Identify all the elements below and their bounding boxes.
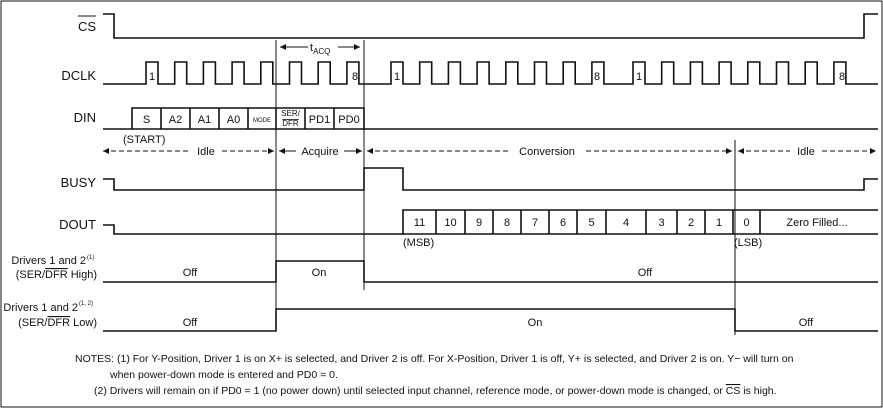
- busy-label: BUSY: [61, 175, 97, 190]
- din-bit-a1: A1: [198, 114, 211, 126]
- cs-waveform: [103, 13, 878, 39]
- busy-waveform: [103, 167, 878, 191]
- cs-label: CS: [78, 19, 96, 34]
- dout-bit-4: 4: [623, 217, 629, 229]
- drivers-high-off2: Off: [638, 267, 653, 279]
- dout-bit-9: 9: [476, 217, 482, 229]
- dout-bit-0: 0: [743, 217, 749, 229]
- din-bit-a2: A2: [169, 114, 182, 126]
- dclk-waveform: [103, 61, 878, 85]
- dout-bit-2: 2: [688, 217, 694, 229]
- dout-bit-6: 6: [560, 217, 566, 229]
- clk-label-first-8: 8: [352, 71, 358, 83]
- clk-label-first-1: 1: [149, 71, 155, 83]
- drivers-high-off1: Off: [183, 267, 198, 279]
- start-label: (START): [123, 134, 165, 146]
- dout-waveform: [103, 209, 878, 235]
- dout-bit-dividers: [435, 210, 761, 234]
- din-bit-labels: S A2 A1 A0 MODE SER/DFR PD1 PD0: [143, 109, 360, 128]
- din-bit-a0: A0: [227, 114, 240, 126]
- drivers-low-condition: (SER/DFR Low): [18, 317, 97, 329]
- msb-label: (MSB): [403, 237, 434, 249]
- drivers-low-on: On: [528, 317, 543, 329]
- din-bit-pd0: PD0: [338, 114, 359, 126]
- clk-label-third-1: 1: [636, 71, 642, 83]
- din-bit-s: S: [143, 114, 150, 126]
- din-bit-pd1: PD1: [309, 114, 330, 126]
- din-label: DIN: [74, 110, 96, 125]
- phase-acquire-label: Acquire: [301, 146, 338, 158]
- dout-bit-5: 5: [588, 217, 594, 229]
- note-2: (2) Drivers will remain on if PD0 = 1 (n…: [94, 385, 777, 397]
- drivers-high-on: On: [312, 267, 327, 279]
- clk-label-second-1: 1: [394, 71, 400, 83]
- phase-idle2-label: Idle: [797, 146, 815, 158]
- dclk-count-labels: 1 8 1 8 1 8: [149, 71, 845, 83]
- clk-label-second-8: 8: [594, 71, 600, 83]
- signal-labels: CS DCLK DIN BUSY DOUT Drivers 1 and 2 (1…: [3, 15, 97, 329]
- drivers-low-waveform: [103, 308, 878, 332]
- note-1-line-1: NOTES: (1) For Y-Position, Driver 1 is o…: [75, 353, 794, 365]
- tacq-annotation: tACQ: [280, 42, 360, 56]
- drivers-low-label: Drivers 1 and 2: [3, 302, 78, 314]
- dout-bit-8: 8: [504, 217, 510, 229]
- dout-bit-7: 7: [532, 217, 538, 229]
- din-bit-mode: MODE: [253, 118, 271, 124]
- phase-idle-label: Idle: [197, 146, 215, 158]
- drivers-low-footnote: (1, 2): [79, 301, 93, 307]
- drivers-low-off2: Off: [799, 317, 814, 329]
- dout-bit-3: 3: [658, 217, 664, 229]
- phase-row: Idle Acquire Conversion Idle: [103, 146, 876, 158]
- drivers-high-waveform: [103, 260, 878, 283]
- din-bit-ser-dfr-line2: DFR: [282, 119, 299, 128]
- notes: NOTES: (1) For Y-Position, Driver 1 is o…: [75, 353, 794, 397]
- clk-label-third-8: 8: [839, 71, 845, 83]
- tacq-label: tACQ: [310, 42, 330, 56]
- dout-bit-10: 10: [444, 217, 456, 229]
- phase-conversion-label: Conversion: [519, 146, 575, 158]
- drivers-high-condition: (SER/DFR High): [16, 269, 97, 281]
- lsb-label: (LSB): [734, 237, 762, 249]
- din-bit-ser-dfr: SER/: [281, 109, 300, 118]
- dclk-label: DCLK: [61, 68, 96, 83]
- din-bit-dividers: [160, 108, 335, 129]
- zero-filled-label: Zero Filled...: [786, 217, 847, 229]
- dout-bit-1: 1: [716, 217, 722, 229]
- drivers-high-label: Drivers 1 and 2: [11, 255, 86, 267]
- drivers-low-off1: Off: [183, 317, 198, 329]
- note-1-line-2: when power-down mode is entered and PD0 …: [109, 369, 338, 381]
- dout-label: DOUT: [59, 217, 96, 232]
- drivers-high-footnote: (1): [87, 255, 94, 261]
- dout-bit-11: 11: [414, 217, 425, 229]
